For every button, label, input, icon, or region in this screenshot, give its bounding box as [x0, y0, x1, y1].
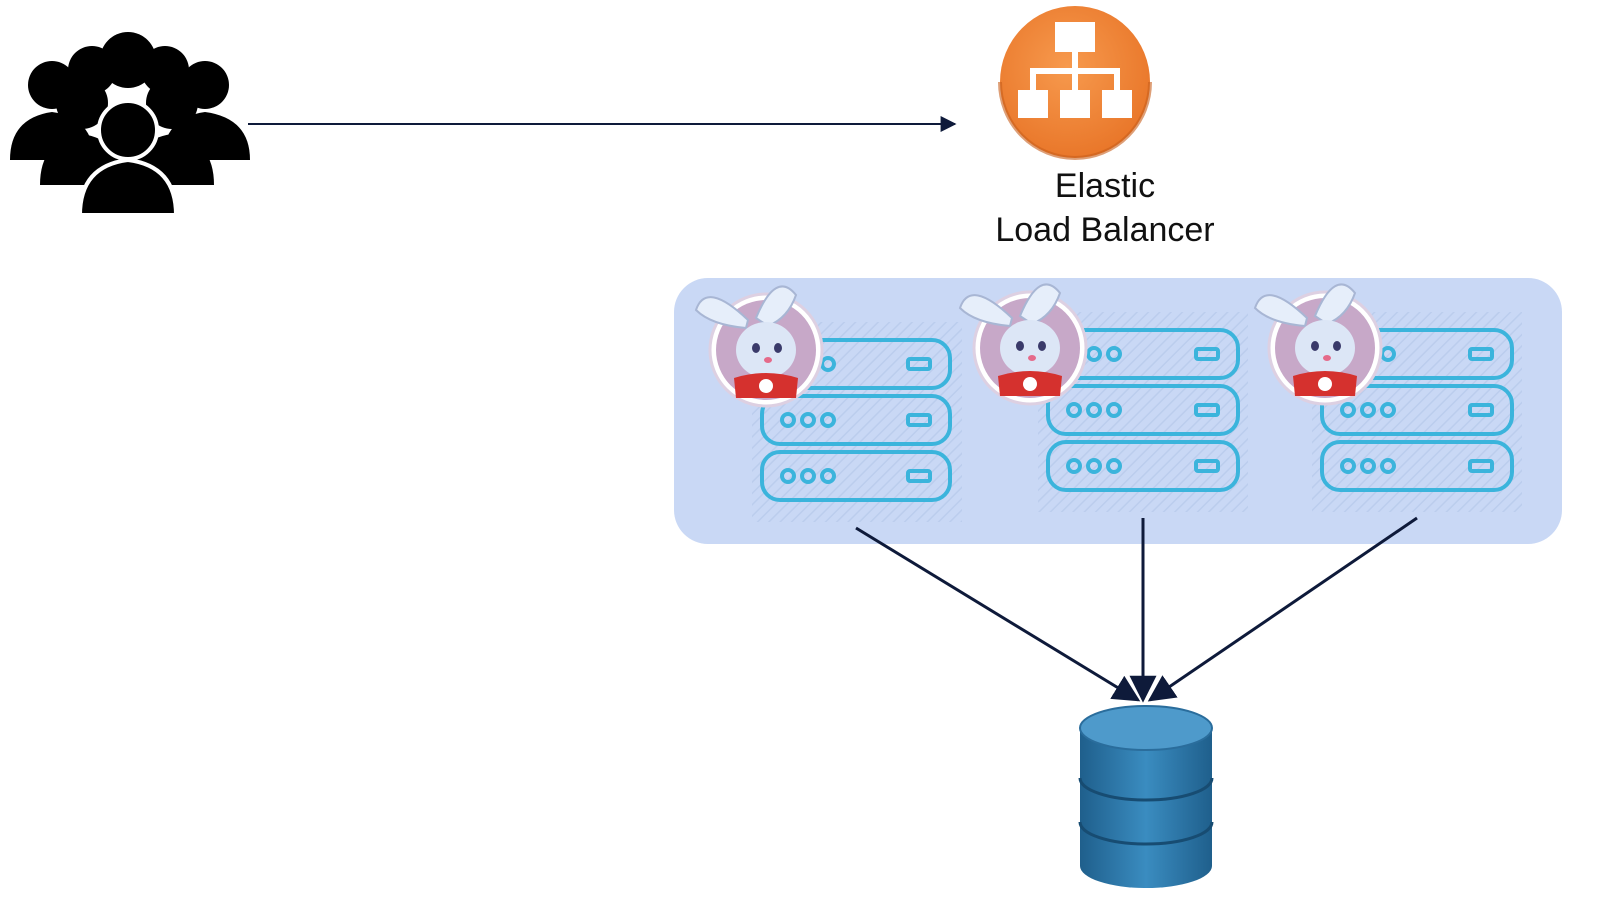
- elb-label-line-2: Load Balancer: [995, 211, 1215, 249]
- rabbit-mascot-icon: [958, 283, 1088, 406]
- elb-label-line-1: Elastic: [1054, 167, 1156, 205]
- rabbit-mascot-icon: [694, 285, 824, 408]
- node-3-to-db-arrow: [1147, 516, 1418, 702]
- server-node-2: [1038, 312, 1248, 512]
- servers-to-db-arrows: [855, 516, 1418, 703]
- rabbit-mascot-icon: [1253, 283, 1383, 406]
- users-group-icon: [10, 32, 250, 217]
- database-icon: [1078, 705, 1214, 888]
- elb-label: Elastic Load Balancer: [960, 164, 1250, 252]
- elb-icon: [998, 6, 1152, 160]
- node-1-to-db-arrow: [855, 526, 1141, 702]
